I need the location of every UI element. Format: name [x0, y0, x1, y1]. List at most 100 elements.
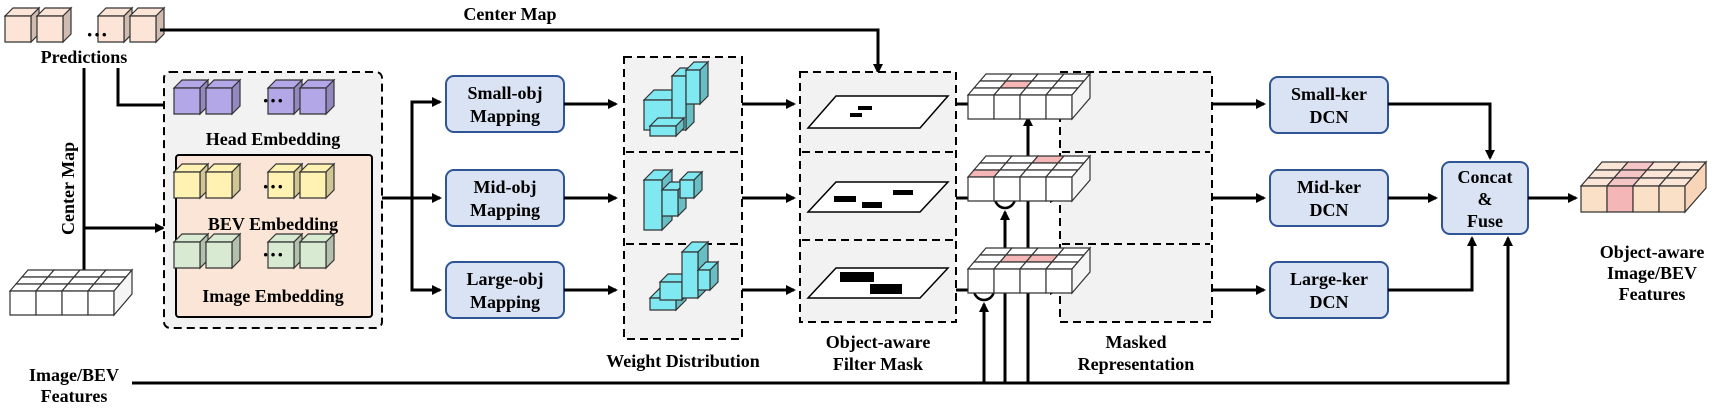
w-small-c-side [699, 60, 709, 106]
input-grid-front-2 [61, 290, 89, 316]
large-dcn-to-fuse-arrow [1388, 236, 1477, 292]
embedding-to-large-arrow [410, 198, 442, 295]
w-small-c-front [685, 69, 701, 105]
bev-cube-0-front [173, 171, 201, 199]
output-side [1684, 160, 1707, 214]
filter-mask-line1: Object-aware [826, 332, 931, 352]
small-ker-dcn-line1: Small-ker [1291, 84, 1367, 104]
mid-masked-grid-front-3 [1045, 176, 1073, 202]
output-front-2 [1632, 185, 1660, 213]
image-embedding-dots: ··· [262, 242, 284, 267]
w-large-d-front [697, 269, 711, 291]
small-ker-dcn-line2: DCN [1310, 107, 1349, 127]
small-obj-mapping-line2: Mapping [470, 106, 540, 126]
small-ker-dcn-box: Small-ker DCN [1269, 76, 1389, 134]
w-mid-c-front [679, 179, 695, 199]
bev-embedding-dots: ··· [262, 174, 284, 199]
w-large-b-front [659, 281, 683, 301]
embedding-to-small-arrow [410, 97, 442, 198]
predictions-dots: ··· [86, 22, 108, 47]
image-embedding-label: Image Embedding [202, 286, 344, 306]
w-small-base-front [649, 125, 677, 137]
large-masked-grid-front-2 [1019, 268, 1047, 294]
mid-obj-mapping-line1: Mid-obj [474, 177, 537, 197]
large-filter-mask [806, 267, 950, 299]
small-obj-mapping-line1: Small-obj [467, 83, 542, 103]
fuse-line2: & [1478, 189, 1493, 209]
predictions-cubes [3, 6, 166, 44]
w-mid-a-front [643, 179, 663, 231]
large-masked-grid-side [1071, 246, 1091, 295]
large-masked-grid-front-0 [967, 268, 995, 294]
input-grid-front-0 [9, 290, 37, 316]
fuse-line1: Concat [1458, 167, 1513, 187]
w-small-b-front [671, 75, 687, 131]
prediction-cube-2-front [97, 15, 125, 43]
prediction-cube-0-front [4, 15, 32, 43]
bev-cube-1-front [205, 171, 233, 199]
head-embedding-dots: ··· [262, 88, 284, 113]
prediction-cube-1-front [36, 15, 64, 43]
image-cube-0-front [173, 241, 201, 269]
head-cube-1-front [205, 87, 233, 115]
image-cube-3-front [299, 241, 327, 269]
predictions-label: Predictions [41, 47, 128, 67]
large-obj-mapping-line2: Mapping [470, 292, 540, 312]
output-front-0 [1580, 185, 1608, 213]
bev-cube-2-front [267, 171, 295, 199]
center-map-side-label: Center Map [58, 142, 78, 235]
output-features-line1: Object-aware [1600, 242, 1705, 262]
mid-masked-grid-side [1071, 154, 1091, 203]
mid-obj-mapping-line2: Mapping [470, 200, 540, 220]
prediction-cube-3-front [129, 15, 157, 43]
large-masked-grid-front-1 [993, 268, 1021, 294]
input-grid-front-1 [35, 290, 63, 316]
small-filter-mask [806, 95, 950, 129]
large-ker-dcn-box: Large-ker DCN [1269, 261, 1389, 319]
bev-cube-3-front [299, 171, 327, 199]
mid-masked-grid-front-1 [993, 176, 1021, 202]
mid-obj-mapping-box: Mid-obj Mapping [445, 169, 565, 227]
image-embedding-cubes [172, 232, 336, 270]
small-masked-grid-front-1 [993, 94, 1021, 120]
image-cube-2-front [267, 241, 295, 269]
head-embedding-label: Head Embedding [206, 129, 341, 149]
mid-masked-grid-front-2 [1019, 176, 1047, 202]
small-masked-grid-front-0 [967, 94, 995, 120]
input-grid-side [113, 268, 133, 317]
small-masked-grid-front-3 [1045, 94, 1073, 120]
input-features-line2: Features [41, 386, 108, 406]
small-obj-mapping-box: Small-obj Mapping [445, 75, 565, 133]
small-dcn-to-fuse-arrow [1388, 102, 1495, 160]
weight-distribution-shapes [642, 60, 720, 312]
head-cube-2-front [267, 87, 295, 115]
w-mid-b-front [661, 189, 679, 217]
concat-fuse-box: Concat & Fuse [1441, 161, 1529, 235]
masked-representation-panel [1059, 71, 1213, 323]
feature-bottom-line [132, 236, 1513, 385]
mid-ker-dcn-line1: Mid-ker [1297, 177, 1361, 197]
image-cube-1-front [205, 241, 233, 269]
mid-masked-grid-front-0 [967, 176, 995, 202]
mid-filter-mask [806, 181, 950, 213]
masked-grids [966, 72, 1092, 295]
large-ker-dcn-line2: DCN [1310, 292, 1349, 312]
output-front-1 [1606, 185, 1634, 213]
predictions-to-head-arrow [116, 68, 178, 110]
masked-representation-line1: Masked [1105, 332, 1166, 352]
output-front-3 [1658, 185, 1686, 213]
mid-ker-dcn-box: Mid-ker DCN [1269, 169, 1389, 227]
small-masked-grid-side [1071, 72, 1091, 121]
head-cube-0-front [173, 87, 201, 115]
output-features-line2: Image/BEV [1607, 263, 1697, 283]
fuse-line3: Fuse [1467, 211, 1503, 231]
large-masked-grid-front-3 [1045, 268, 1073, 294]
input-grid-front-3 [87, 290, 115, 316]
input-features-line1: Image/BEV [29, 365, 119, 385]
head-embedding-cubes [172, 78, 336, 116]
center-map-top-arrow [160, 28, 883, 74]
mid-ker-dcn-line2: DCN [1310, 200, 1349, 220]
output-features-line3: Features [1619, 284, 1686, 304]
center-map-top-label: Center Map [463, 4, 556, 24]
